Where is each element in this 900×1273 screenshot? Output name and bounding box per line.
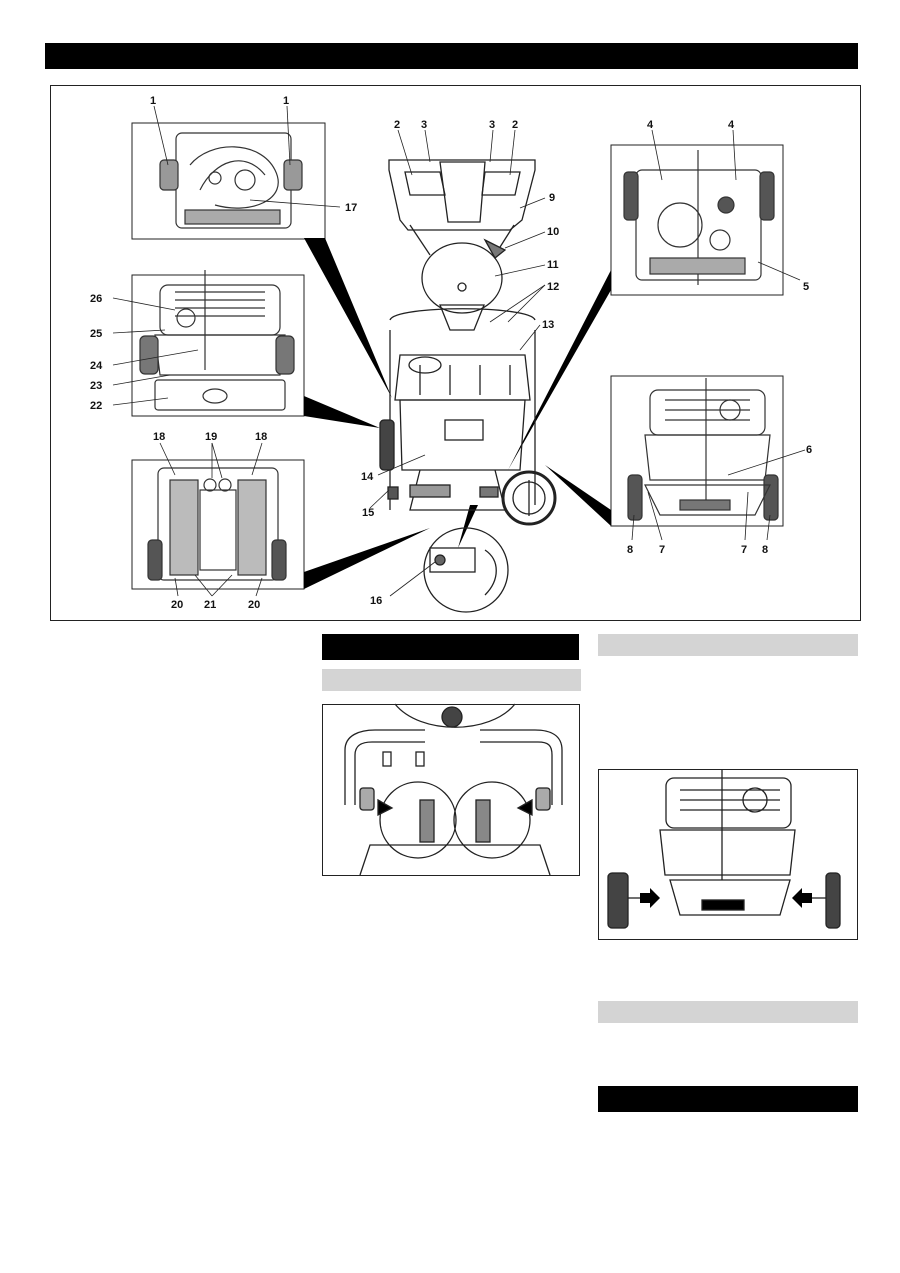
inset-tank-view-drawing bbox=[139, 270, 295, 411]
callout-10: 10 bbox=[547, 226, 559, 238]
callout-2-right: 2 bbox=[512, 119, 518, 131]
callout-18-right: 18 bbox=[255, 431, 267, 443]
inset-rear-top-frame bbox=[610, 144, 784, 296]
pointer-wedges bbox=[304, 238, 611, 589]
callout-1-right: 1 bbox=[283, 95, 289, 107]
callout-14: 14 bbox=[361, 471, 374, 483]
callout-15: 15 bbox=[362, 507, 374, 519]
callout-4-left: 4 bbox=[647, 119, 654, 131]
machine-drawing bbox=[379, 159, 557, 526]
subsection-heading-bar-2 bbox=[598, 634, 858, 656]
callout-1-left: 1 bbox=[150, 95, 156, 107]
callout-21: 21 bbox=[204, 599, 216, 611]
callout-3-left: 3 bbox=[421, 119, 427, 131]
callout-8-right: 8 bbox=[762, 544, 768, 556]
detail-circle-16 bbox=[423, 527, 509, 613]
callout-7-left: 7 bbox=[659, 544, 665, 556]
subsection-heading-bar-3 bbox=[598, 1001, 858, 1023]
callout-9: 9 bbox=[549, 192, 555, 204]
callout-2-left: 2 bbox=[394, 119, 400, 131]
callout-11: 11 bbox=[547, 259, 559, 271]
handle-mount-drawing bbox=[344, 703, 563, 876]
leader-lines bbox=[112, 105, 806, 597]
section-heading-bar-1 bbox=[322, 634, 579, 660]
subsection-heading-bar-1 bbox=[322, 669, 581, 691]
inset-top-view-drawing bbox=[159, 132, 303, 229]
callout-13: 13 bbox=[542, 319, 554, 331]
callout-4-right: 4 bbox=[728, 119, 735, 131]
callout-20-left: 20 bbox=[171, 599, 183, 611]
callout-6: 6 bbox=[806, 444, 812, 456]
inset-brush-view-frame bbox=[131, 459, 305, 590]
callout-16: 16 bbox=[370, 595, 382, 607]
wheel-mount-figure-frame bbox=[598, 769, 858, 940]
wheel-arrows bbox=[640, 888, 812, 908]
callout-22: 22 bbox=[90, 400, 102, 412]
callout-24: 24 bbox=[90, 360, 103, 372]
inset-brush-view-drawing bbox=[147, 467, 287, 581]
callout-5: 5 bbox=[803, 281, 809, 293]
inset-rear-view-frame bbox=[610, 375, 784, 527]
header-bar bbox=[45, 43, 858, 69]
callout-12: 12 bbox=[547, 281, 559, 293]
callout-20-right: 20 bbox=[248, 599, 260, 611]
section-heading-bar-2 bbox=[598, 1086, 858, 1112]
callout-labels: 1 1 2 3 3 2 4 4 9 17 10 11 12 5 26 13 25… bbox=[90, 95, 812, 611]
callout-18-left: 18 bbox=[153, 431, 165, 443]
inset-tank-view-frame bbox=[131, 274, 305, 417]
callout-7-right: 7 bbox=[741, 544, 747, 556]
wheel-mount-drawing bbox=[607, 769, 841, 929]
inset-top-view-frame bbox=[131, 122, 326, 240]
callout-19: 19 bbox=[205, 431, 217, 443]
callout-25: 25 bbox=[90, 328, 102, 340]
inset-rear-top-drawing bbox=[623, 150, 775, 285]
callout-17: 17 bbox=[345, 202, 357, 214]
inset-rear-view-drawing bbox=[627, 378, 779, 521]
callout-8-left: 8 bbox=[627, 544, 633, 556]
callout-26: 26 bbox=[90, 293, 102, 305]
callout-23: 23 bbox=[90, 380, 102, 392]
callout-3-right: 3 bbox=[489, 119, 495, 131]
